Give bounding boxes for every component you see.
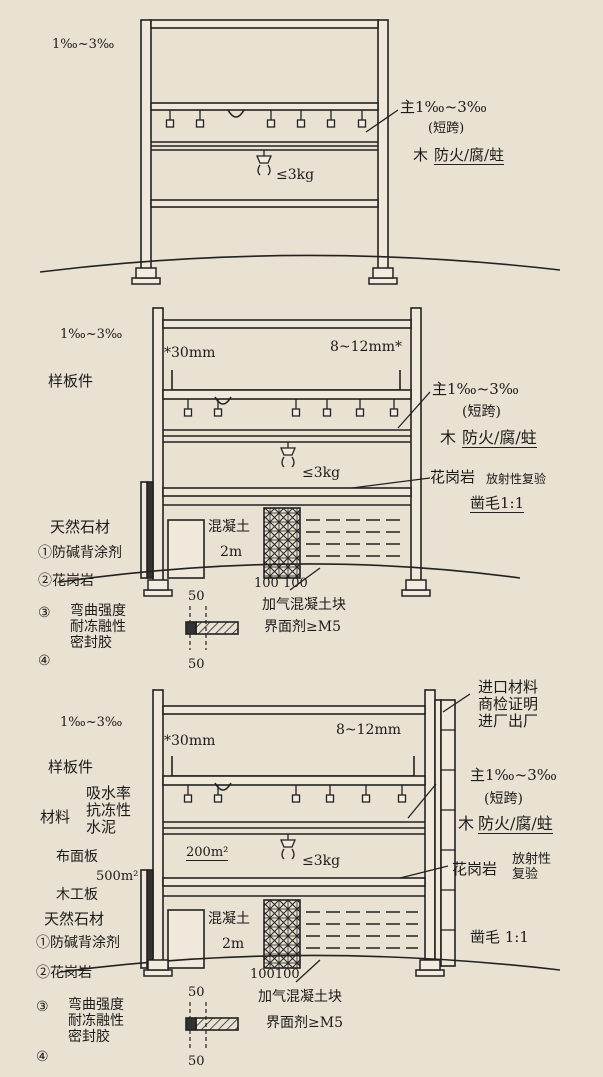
d2-wood-label: 木: [440, 428, 457, 447]
d3-material-props: 吸水率 抗冻性 水泥: [86, 786, 131, 835]
d3-granite-note: 放射性 复验: [512, 853, 551, 881]
d2-gap-left-label: *30mm: [164, 345, 216, 361]
d3-material-prop: 抗冻性: [86, 801, 132, 819]
d3-board2-label: 木工板: [56, 887, 98, 903]
d2-item-2: ②花岗岩: [38, 573, 94, 589]
d3-board-area-label: 500m²: [96, 869, 139, 884]
d2-load-label: ≤3kg: [302, 465, 341, 481]
d3-material-label: 材料: [40, 808, 71, 826]
d2-granite-label: 花岗岩: [430, 468, 476, 486]
d2-short-span-label: (短跨): [462, 404, 501, 420]
d1-wood-treatment-label: 防火/腐/蛀: [434, 146, 505, 165]
d3-slope-label: 1‰~3‰: [60, 715, 123, 730]
d3-import-line: 商检证明: [478, 695, 539, 713]
d2-natural-stone-label: 天然石材: [50, 518, 111, 536]
d3-item-3: ③: [36, 999, 49, 1015]
d2-block-label: 加气混凝土块: [262, 597, 346, 613]
d2-height-label: 2m: [220, 544, 243, 560]
d1-load-label: ≤3kg: [276, 167, 315, 183]
d3-material-prop: 水泥: [86, 818, 117, 836]
d2-stone-props: 弯曲强度 耐冻融性 密封胶: [70, 604, 126, 650]
d3-interface-label: 界面剂≥M5: [266, 1015, 343, 1031]
diagram-2: [59, 307, 521, 650]
d2-wood-treatment-label: 防火/腐/蛀: [462, 428, 537, 448]
d2-granite-note: 放射性复验: [486, 472, 547, 486]
diagram-3: [59, 689, 561, 1048]
d3-granite-label: 花岗岩: [452, 860, 498, 878]
d3-short-span-label: (短跨): [484, 791, 523, 807]
d2-dim-bottom: 50: [188, 657, 205, 672]
d3-dim-bottom: 50: [188, 1054, 205, 1069]
diagram-1-hangers: [131, 109, 398, 285]
d3-board1-label: 布面板: [56, 849, 98, 865]
d2-interface-label: 界面剂≥M5: [264, 619, 341, 635]
d2-item-4: ④: [38, 653, 51, 669]
d2-main-label: 主1‰~3‰: [432, 380, 519, 398]
d3-wood-treatment-label: 防火/腐/蛀: [478, 814, 553, 834]
d3-sample-label: 样板件: [48, 758, 94, 776]
d3-concrete-label: 混凝土: [208, 911, 250, 927]
d1-main-label: 主1‰~3‰: [400, 98, 487, 116]
d3-material-prop: 吸水率: [86, 784, 132, 802]
d3-wood-label: 木: [458, 814, 475, 833]
d3-item-1: ①防碱背涂剂: [36, 935, 120, 951]
d3-dim-top: 50: [188, 985, 205, 1000]
d2-item-1: ①防碱背涂剂: [38, 545, 122, 561]
d3-granite-note-line: 复验: [512, 867, 539, 882]
d3-stone-prop: 耐冻融性: [68, 1013, 124, 1029]
d3-import-line: 进口材料: [478, 678, 539, 696]
d3-area-label: 200m²: [186, 845, 229, 861]
d2-sample-label: 样板件: [48, 372, 94, 390]
d3-item-2: ②花岗岩: [36, 965, 92, 981]
d3-natural-stone-label: 天然石材: [44, 910, 105, 928]
d3-gap-left-label: *30mm: [164, 733, 216, 749]
d3-stone-props: 弯曲强度 耐冻融性 密封胶: [68, 998, 124, 1044]
d3-gap-right-label: 8~12mm: [336, 722, 402, 738]
d2-item-3: ③: [38, 605, 51, 621]
d3-import-block: 进口材料 商检证明 进厂出厂: [478, 680, 538, 729]
d2-dims-label: 100 100: [254, 576, 308, 591]
d3-load-label: ≤3kg: [302, 853, 341, 869]
d1-slope-label: 1‰~3‰: [52, 37, 115, 52]
d3-granite-note-line: 放射性: [512, 852, 552, 867]
d3-item-4: ④: [36, 1049, 49, 1065]
d3-block-label: 加气混凝土块: [258, 989, 342, 1005]
d2-stone-prop: 密封胶: [70, 635, 112, 651]
d2-stone-prop: 耐冻融性: [70, 619, 126, 635]
d3-dims-label: 100100: [250, 967, 300, 982]
d2-dim-top: 50: [188, 589, 205, 604]
d3-import-line: 进厂出厂: [478, 712, 539, 730]
d3-chisel-label: 凿毛 1:1: [470, 928, 529, 946]
d1-short-span-label: (短跨): [428, 121, 465, 136]
d1-wood-label: 木: [413, 146, 429, 164]
d3-stone-prop: 密封胶: [68, 1029, 110, 1045]
d3-main-label: 主1‰~3‰: [470, 766, 557, 784]
d3-height-label: 2m: [222, 936, 245, 952]
d2-slope-label: 1‰~3‰: [60, 327, 123, 342]
diagram-1: [39, 19, 561, 279]
d3-stone-prop: 弯曲强度: [68, 997, 124, 1013]
d2-gap-right-label: 8~12mm*: [330, 339, 403, 355]
d2-concrete-label: 混凝土: [208, 519, 250, 535]
d2-stone-prop: 弯曲强度: [70, 603, 126, 619]
d2-chisel-label: 凿毛1:1: [470, 494, 525, 513]
